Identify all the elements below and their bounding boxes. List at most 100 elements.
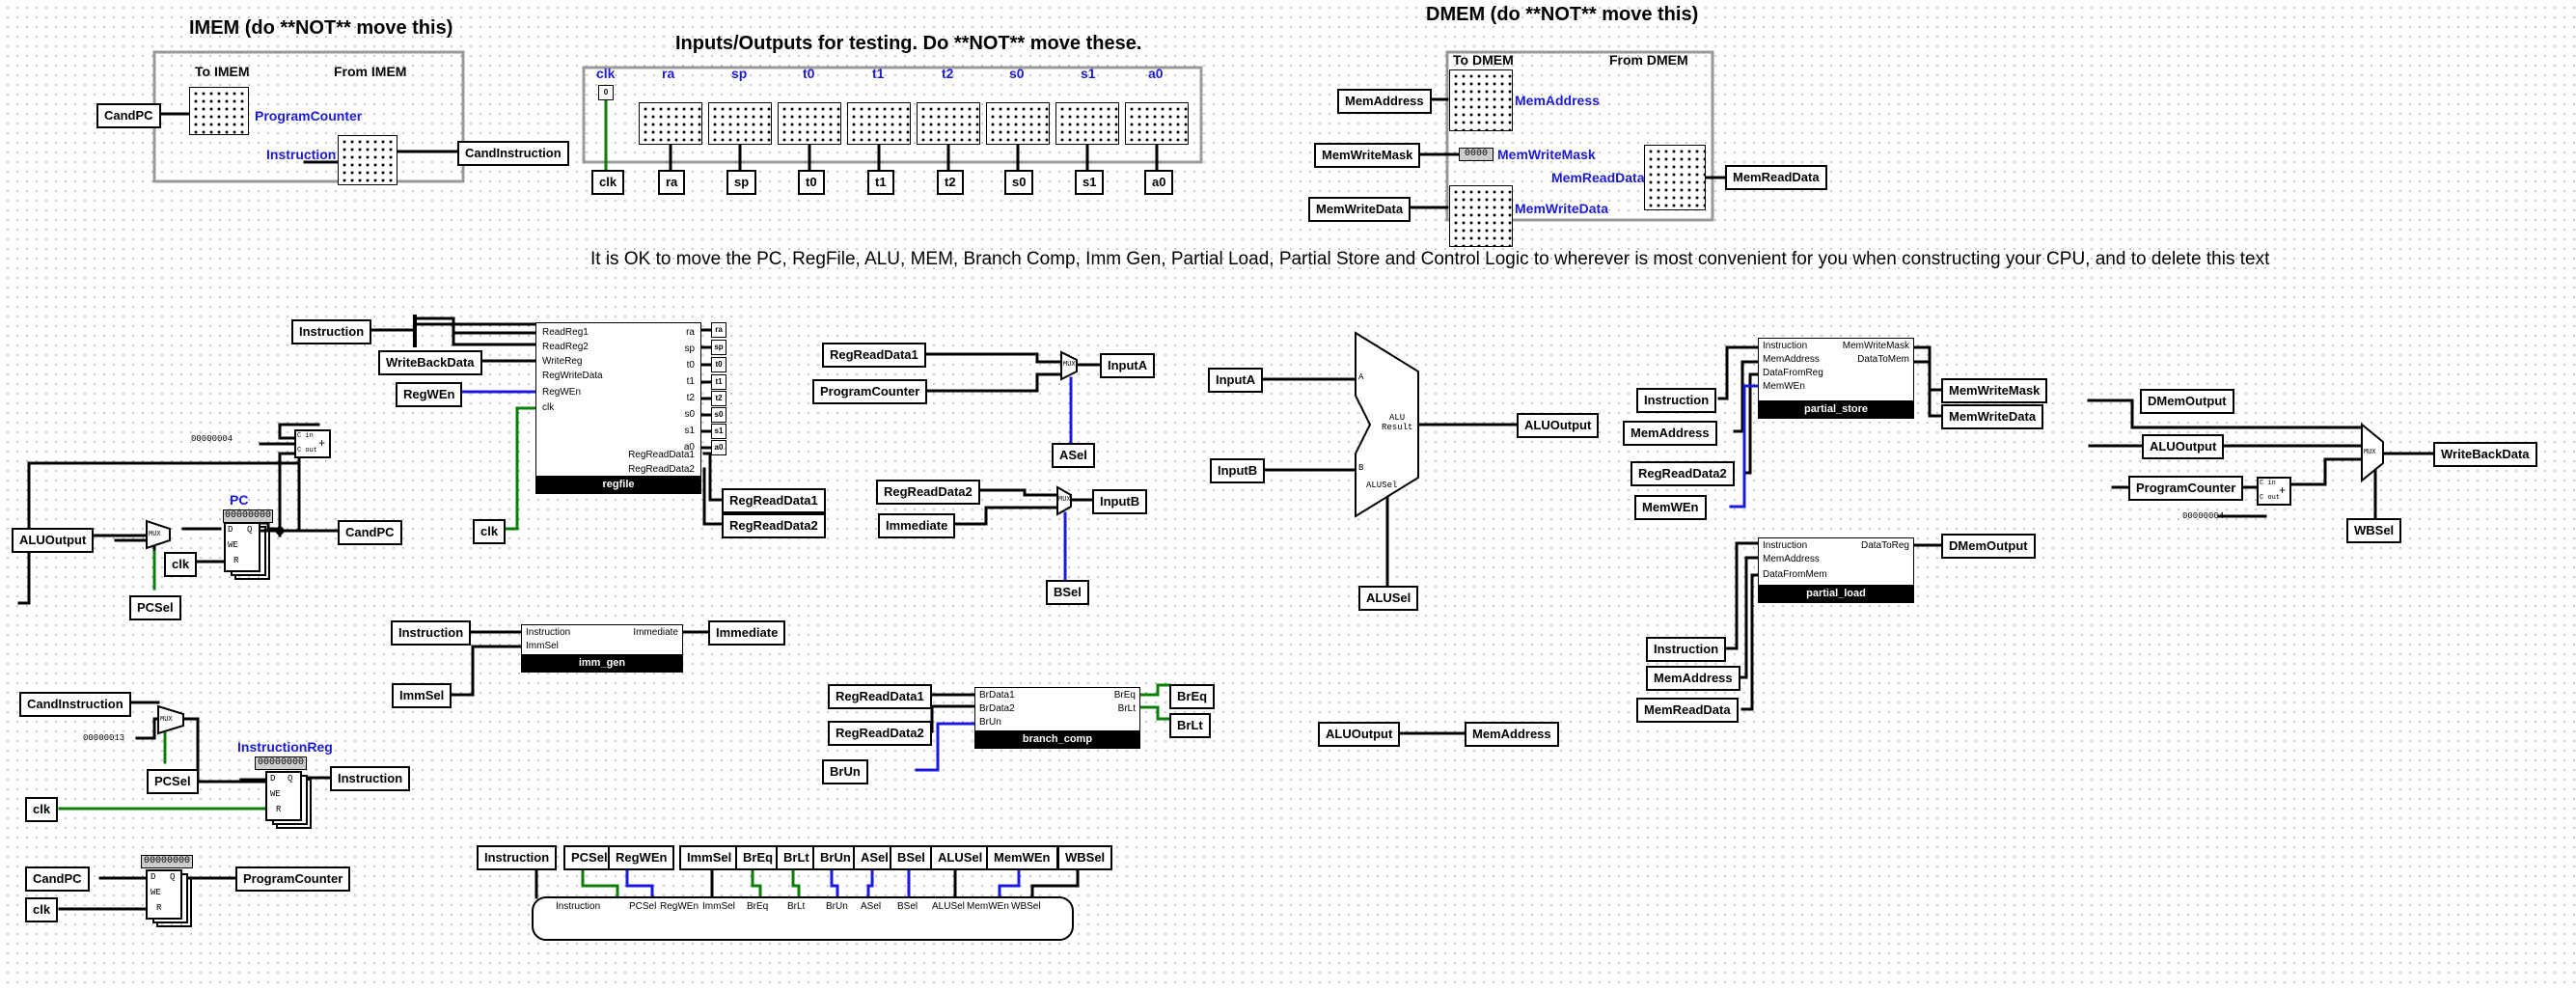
regreaddata1-tunnel-out[interactable]: RegReadData1 [722,488,826,513]
regfile-block[interactable]: ReadReg1 ReadReg2 WriteReg RegWriteData … [535,322,701,494]
io-bottom-t0[interactable]: t0 [798,170,825,195]
amux-asel-tunnel[interactable]: ASel [1052,443,1095,468]
wbmux-writebackdata-tunnel[interactable]: WriteBackData [2433,442,2537,467]
wbmux-dmemoutput-tunnel[interactable]: DMemOutput [2140,389,2234,414]
io-bottom-s0[interactable]: s0 [1004,170,1034,195]
ctrl-breq-tunnel[interactable]: BrEq [735,845,781,870]
pcreg2-candpc-tunnel[interactable]: CandPC [25,866,90,892]
regfile-clk-tunnel[interactable]: clk [473,519,507,544]
ir-instruction-tunnel[interactable]: Instruction [330,766,411,791]
io-bottom-clk[interactable]: clk [591,170,625,195]
pload-instruction-tunnel[interactable]: Instruction [1646,637,1727,662]
alu-alusel-tunnel[interactable]: ALUSel [1358,586,1419,611]
io-bottom-ra[interactable]: ra [658,170,686,195]
branch-regreaddata1-tunnel[interactable]: RegReadData1 [828,684,932,709]
cand-instruction-tunnel[interactable]: CandInstruction [457,141,569,166]
alu-inputa-tunnel[interactable]: InputA [1208,368,1264,393]
alu-inputb-tunnel[interactable]: InputB [1210,458,1266,483]
ir-pcsel-tunnel[interactable]: PCSel [147,769,199,794]
bmux-inputb-tunnel[interactable]: InputB [1092,489,1148,514]
wbmux-const: 00000004 [2182,511,2225,521]
amux-inputa-tunnel[interactable]: InputA [1100,353,1156,378]
ctrl-immsel-tunnel[interactable]: ImmSel [679,845,740,870]
partial-store-block[interactable]: Instruction MemAddress DataFromReg MemWE… [1758,338,1914,419]
immgen-immsel-tunnel[interactable]: ImmSel [392,683,452,708]
pcreg2-clk-tunnel[interactable]: clk [25,897,59,922]
ctrl-alusel-tunnel[interactable]: ALUSel [930,845,991,870]
bmux-mux-label: MUX [1058,496,1071,504]
immgen-block[interactable]: Instruction ImmSel Immediate imm_gen [521,624,683,673]
ctrl-brlt-tunnel[interactable]: BrLt [776,845,817,870]
ctrl-instruction-tunnel[interactable]: Instruction [477,845,558,870]
probe-s1 [1055,102,1119,145]
pcreg2-programcounter-tunnel[interactable]: ProgramCounter [235,866,351,892]
bmux-immediate-tunnel[interactable]: Immediate [878,513,956,538]
regfile-instruction-tunnel[interactable]: Instruction [291,319,372,344]
memaddr-aluoutput-tunnel[interactable]: ALUOutput [1318,722,1401,747]
branch-brun-tunnel[interactable]: BrUn [822,759,868,784]
io-bottom-t1[interactable]: t1 [867,170,894,195]
amux-regreaddata1-tunnel[interactable]: RegReadData1 [822,343,926,368]
alu-aluoutput-tunnel[interactable]: ALUOutput [1517,413,1600,438]
pstore-memwritemask-tunnel[interactable]: MemWriteMask [1941,378,2048,403]
pc-value: 00000000 [223,509,273,523]
pstore-instruction-tunnel[interactable]: Instruction [1636,388,1717,413]
pload-port-instruction: Instruction [1763,540,1808,551]
branch-comp-block[interactable]: BrData1 BrData2 BrUn BrEq BrLt branch_co… [974,687,1140,749]
ctrl-wbsel-tunnel[interactable]: WBSel [1057,845,1113,870]
mem-read-data-tunnel-out[interactable]: MemReadData [1725,165,1827,190]
immgen-immediate-tunnel[interactable]: Immediate [708,620,786,646]
ctrl-pcsel-tunnel[interactable]: PCSel [563,845,616,870]
mem-write-data-label: MemWriteData [1515,201,1608,216]
pstore-regreaddata2-tunnel[interactable]: RegReadData2 [1631,461,1735,486]
immgen-port-immediate: Immediate [633,627,678,638]
ctrl-brun-tunnel[interactable]: BrUn [812,845,859,870]
wbmux-adder-plus: + [2279,484,2287,498]
io-top-ra: ra [662,66,675,81]
bmux-regreaddata2-tunnel[interactable]: RegReadData2 [876,480,980,505]
pc-pcsel-tunnel[interactable]: PCSel [129,595,181,620]
io-bottom-t2[interactable]: t2 [937,170,964,195]
memaddr-memaddress-tunnel[interactable]: MemAddress [1465,722,1559,747]
mem-write-data-tunnel-in[interactable]: MemWriteData [1308,197,1411,222]
io-bottom-sp[interactable]: sp [726,170,757,195]
mem-address-tunnel-in[interactable]: MemAddress [1337,89,1432,114]
ctrl-memwen-tunnel[interactable]: MemWEn [986,845,1058,870]
regfile-writeback-tunnel[interactable]: WriteBackData [378,350,482,375]
ir-clk-tunnel[interactable]: clk [25,797,59,822]
pc-aluoutput-tunnel[interactable]: ALUOutput [12,528,95,553]
pload-dmemoutput-tunnel[interactable]: DMemOutput [1941,534,2036,559]
pstore-memwritedata-tunnel[interactable]: MemWriteData [1941,404,2044,429]
clk-input-value[interactable]: 0 [598,85,614,100]
pload-memreaddata-tunnel[interactable]: MemReadData [1636,698,1739,723]
wbmux-aluoutput-tunnel[interactable]: ALUOutput [2142,434,2225,459]
pc-adder-const: 00000004 [191,434,233,444]
amux-programcounter-tunnel[interactable]: ProgramCounter [812,379,928,404]
ir-candinstruction-tunnel[interactable]: CandInstruction [19,692,131,717]
branch-breq-tunnel[interactable]: BrEq [1169,684,1216,709]
bmux-bsel-tunnel[interactable]: BSel [1046,580,1089,605]
regreaddata2-tunnel-out[interactable]: RegReadData2 [722,513,826,538]
pstore-memaddress-tunnel[interactable]: MemAddress [1623,421,1717,446]
pload-memaddress-tunnel[interactable]: MemAddress [1646,666,1740,691]
wbmux-programcounter-tunnel[interactable]: ProgramCounter [2128,476,2244,501]
regfile-regwen-tunnel[interactable]: RegWEn [396,382,463,407]
mem-write-mask-tunnel-in[interactable]: MemWriteMask [1314,143,1421,168]
io-bottom-s1[interactable]: s1 [1075,170,1105,195]
io-bottom-a0[interactable]: a0 [1144,170,1174,195]
cand-pc-tunnel[interactable]: CandPC [96,103,161,128]
probe-t2 [917,102,980,145]
pc-clk-tunnel[interactable]: clk [164,552,198,577]
wbmux-wbsel-tunnel[interactable]: WBSel [2346,518,2402,543]
ctrl-asel-tunnel[interactable]: ASel [853,845,896,870]
pcreg2-value: 00000000 [141,855,193,868]
ctrl-regwen-tunnel[interactable]: RegWEn [608,845,675,870]
ctrl-bsel-tunnel[interactable]: BSel [890,845,933,870]
alu-port-b: B [1358,463,1364,473]
branch-regreaddata2-tunnel[interactable]: RegReadData2 [828,721,932,746]
immgen-instruction-tunnel[interactable]: Instruction [391,620,472,646]
branch-brlt-tunnel[interactable]: BrLt [1169,713,1211,738]
pc-candpc-tunnel[interactable]: CandPC [338,520,402,545]
pstore-memwen-tunnel[interactable]: MemWEn [1634,495,1707,520]
partial-load-block[interactable]: Instruction MemAddress DataFromMem DataT… [1758,537,1914,603]
